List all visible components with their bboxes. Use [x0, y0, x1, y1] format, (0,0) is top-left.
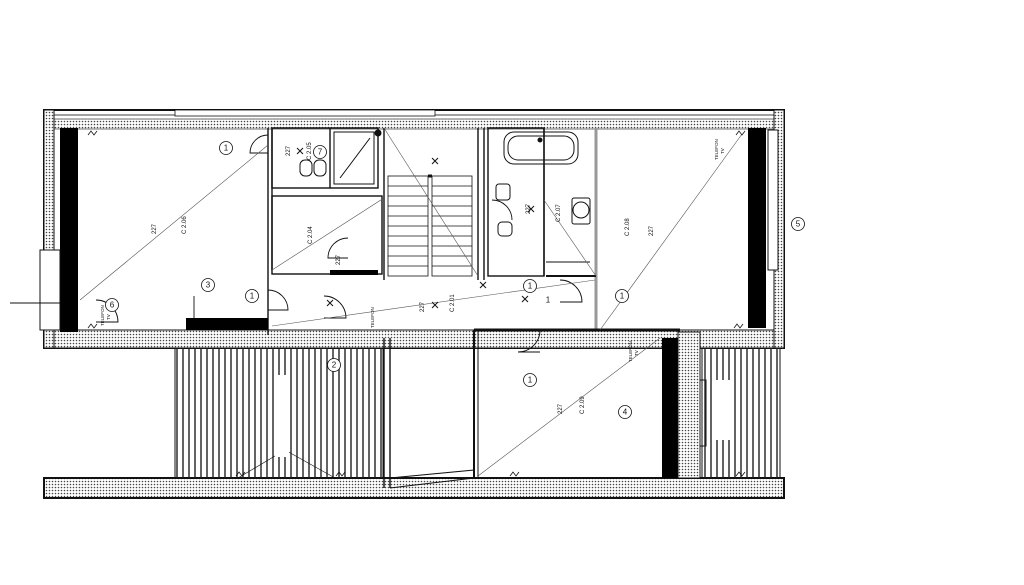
telefon-label-4: TELEFON: [370, 307, 375, 328]
door-swings: [95, 134, 583, 353]
height-mark-c204: 227: [336, 254, 342, 265]
tag-6-label: 6: [110, 301, 115, 310]
height-mark-wc: 227: [286, 145, 292, 156]
entry-ramp: [389, 338, 475, 489]
room-code-c207: C 2.07: [556, 204, 562, 222]
tag-1-d-label: 1: [620, 292, 625, 301]
tag-1-c: [523, 279, 537, 293]
tag-1-e: [523, 373, 537, 387]
tag-5-label: 5: [796, 220, 801, 229]
tv-label-2: TV: [634, 350, 639, 356]
height-mark-c208: 227: [649, 225, 655, 236]
tag-1-a-label: 1: [224, 144, 229, 153]
telefon-label-1: TELEFON: [714, 139, 719, 160]
reference-tag-labels: 1 1 1 1 1 1 2 3 4 5 6 7: [110, 144, 801, 417]
room-code-c205: C 2.05: [307, 142, 313, 160]
tag-1-f: [313, 145, 327, 159]
staircase: [383, 127, 479, 277]
tag-1-b: [245, 289, 259, 303]
tag-6: [105, 298, 119, 312]
telefon-label-3: TELEFON: [100, 305, 105, 326]
right-wall: [748, 109, 785, 349]
tag-1-d: [615, 289, 629, 303]
tag-5: [791, 217, 805, 231]
room-labels: 227 C 2.06 C 2.05 C 2.04 C 2.07 227 C 2.…: [152, 142, 655, 414]
tag-7-label: 7: [318, 148, 323, 157]
room-code-c204: C 2.04: [308, 226, 314, 244]
height-mark-bath: 227: [526, 203, 532, 214]
tag-1-f-label: 1: [546, 296, 551, 305]
device-labels: TELEFON TV TELEFON TV TELEFON TV TELEFON: [100, 139, 725, 362]
ceiling-fixture-marks: [296, 147, 535, 309]
telefon-label-2: TELEFON: [628, 341, 633, 362]
tag-1-e-label: 1: [528, 376, 533, 385]
tv-label-1: TV: [720, 148, 725, 154]
height-mark-c209: 227: [558, 403, 564, 414]
tag-1-b-label: 1: [250, 292, 255, 301]
tag-4: [618, 405, 632, 419]
bathroom-fixtures: [299, 129, 596, 277]
tag-3: [201, 278, 215, 292]
tag-1-a: [219, 141, 233, 155]
room-code-c201: C 2.01: [450, 294, 456, 312]
tag-2-label: 2: [332, 361, 337, 370]
socket-marks: [87, 130, 746, 477]
height-mark-c201: 227: [420, 301, 426, 312]
tv-label-3: TV: [106, 314, 111, 320]
outer-walls: [43, 109, 785, 499]
room-code-c209: C 2.09: [580, 396, 586, 414]
balcony-right: [701, 347, 781, 479]
room-code-c208: C 2.08: [625, 218, 631, 236]
balcony-left: [174, 347, 384, 479]
tag-3-label: 3: [206, 281, 211, 290]
tag-2: [327, 358, 341, 372]
left-wall: [10, 109, 78, 349]
reference-tags: [105, 141, 805, 419]
room-code-c206: C 2.06: [182, 216, 188, 234]
tag-1-c-label: 1: [528, 282, 533, 291]
height-mark-c206: 227: [152, 223, 158, 234]
tag-4-label: 4: [623, 408, 628, 417]
